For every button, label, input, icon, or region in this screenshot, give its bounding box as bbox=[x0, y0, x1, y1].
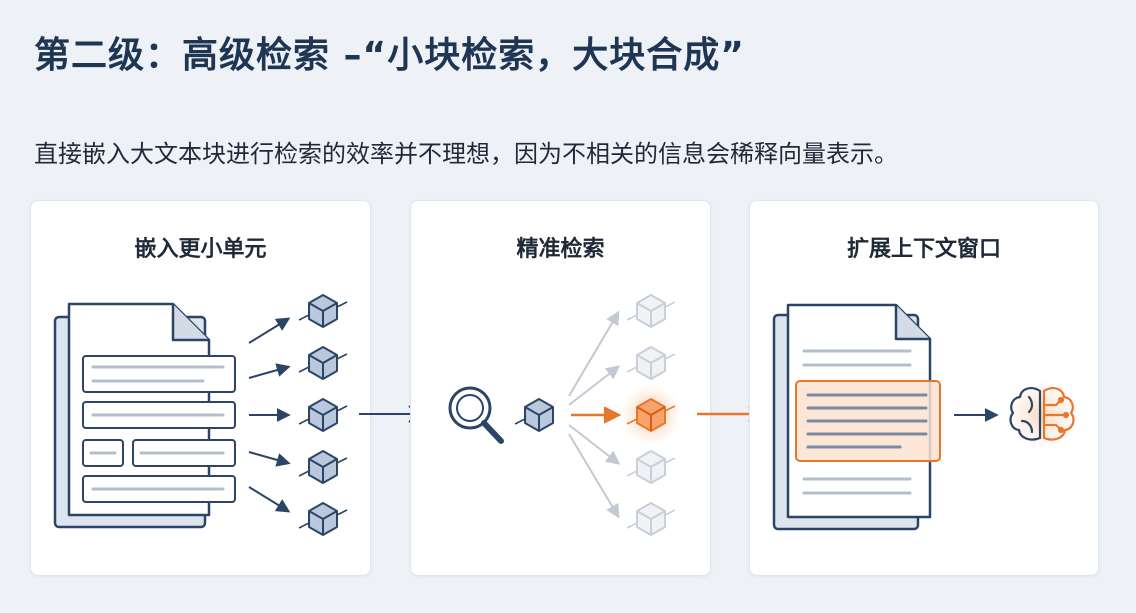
cube-icon bbox=[298, 450, 348, 484]
page-title: 第二级：高级检索 –“小块检索，大块合成” bbox=[34, 35, 745, 76]
cube-icon bbox=[514, 398, 554, 432]
cube-icon bbox=[626, 502, 676, 536]
retrieval-illustration bbox=[448, 294, 681, 536]
panel-title-retrieval: 精准检索 bbox=[516, 237, 605, 262]
cube-icon bbox=[626, 398, 676, 432]
panel-expand-context: 扩展上下文窗口 bbox=[749, 200, 1099, 576]
fan-arrows-muted bbox=[568, 310, 621, 519]
cube-icon bbox=[626, 346, 676, 380]
panel-embed-smaller-units: 嵌入更小单元 bbox=[30, 200, 371, 576]
cube-icon bbox=[298, 398, 348, 432]
page-description: 直接嵌入大文本块进行检索的效率并不理想，因为不相关的信息会稀释向量表示。 bbox=[34, 140, 898, 168]
chunk-1 bbox=[82, 355, 236, 393]
cube-icon bbox=[626, 294, 676, 328]
fan-arrows bbox=[248, 317, 291, 513]
cube-icon bbox=[298, 502, 348, 536]
search-icon bbox=[448, 386, 504, 444]
panel-title-context: 扩展上下文窗口 bbox=[846, 237, 1001, 262]
panel-precise-retrieval: 精准检索 bbox=[410, 200, 711, 576]
chunk-bars bbox=[82, 355, 236, 503]
context-illustration bbox=[772, 303, 1076, 531]
embed-illustration bbox=[53, 294, 348, 536]
brain-icon bbox=[1009, 387, 1075, 441]
panel-title-embed: 嵌入更小单元 bbox=[134, 237, 267, 262]
cube-icon bbox=[298, 294, 348, 328]
cube-icon bbox=[298, 346, 348, 380]
cube-icon bbox=[626, 450, 676, 484]
